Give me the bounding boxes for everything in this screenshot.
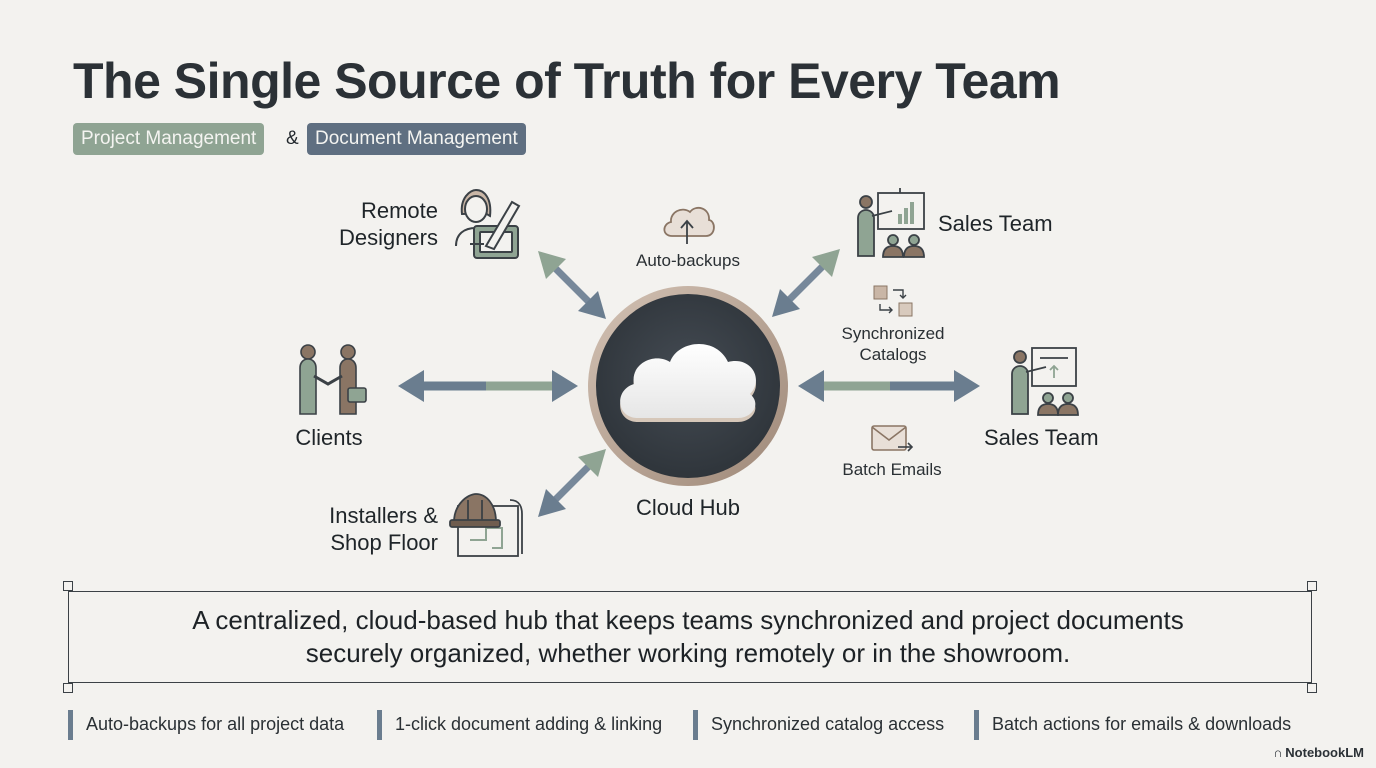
notebook-logo-icon: ∩ [1273, 745, 1286, 760]
arrow-sales-top [772, 249, 840, 317]
presentation-icon [1011, 347, 1079, 416]
hardhat-blueprint-icon [449, 493, 523, 557]
feature-bar [68, 710, 73, 740]
sales-team-right-label: Sales Team [984, 425, 1099, 450]
arrow-clients [398, 370, 578, 402]
feature-bar [974, 710, 979, 740]
feature-item: 1-click document adding & linking [377, 710, 662, 740]
sync-squares-icon [873, 285, 913, 317]
corner-marker [1307, 581, 1317, 591]
clients-label: Clients [295, 425, 363, 450]
feature-item: Auto-backups for all project data [68, 710, 344, 740]
corner-marker [1307, 683, 1317, 693]
project-management-tag: Project Management [73, 123, 265, 155]
auto-backups-label: Auto-backups [636, 251, 740, 270]
corner-marker [63, 683, 73, 693]
synchronized-catalogs-label: Synchronized Catalogs [841, 324, 945, 364]
designer-icon [455, 188, 521, 259]
cloud-icon [620, 343, 756, 418]
batch-emails-label: Batch Emails [842, 460, 942, 479]
corner-marker [63, 581, 73, 591]
feature-bar [377, 710, 382, 740]
cloud-upload-icon [663, 206, 715, 244]
hub-label: Cloud Hub [636, 495, 740, 520]
summary-box [63, 581, 1317, 693]
feature-item: Batch actions for emails & downloads [974, 710, 1291, 740]
presentation-icon [857, 188, 925, 258]
feature-bar [693, 710, 698, 740]
summary-text: A centralized, cloud-based hub that keep… [192, 605, 1184, 668]
installers-label: Installers & Shop Floor [329, 503, 438, 555]
arrow-remote-designers [538, 251, 606, 319]
arrow-sales-right [798, 370, 980, 402]
tag-connector: & [286, 128, 299, 149]
page-title: The Single Source of Truth for Every Tea… [73, 53, 1061, 109]
cloud-hub [588, 286, 788, 486]
handshake-icon [299, 344, 367, 415]
sales-team-top-label: Sales Team [938, 211, 1053, 236]
document-management-tag: Document Management [307, 123, 526, 155]
arrow-installers [538, 449, 606, 517]
envelope-send-icon [871, 425, 914, 452]
brand-watermark: ∩ NotebookLM [1273, 745, 1364, 760]
remote-designers-label: Remote Designers [338, 198, 438, 250]
feature-item: Synchronized catalog access [693, 710, 944, 740]
